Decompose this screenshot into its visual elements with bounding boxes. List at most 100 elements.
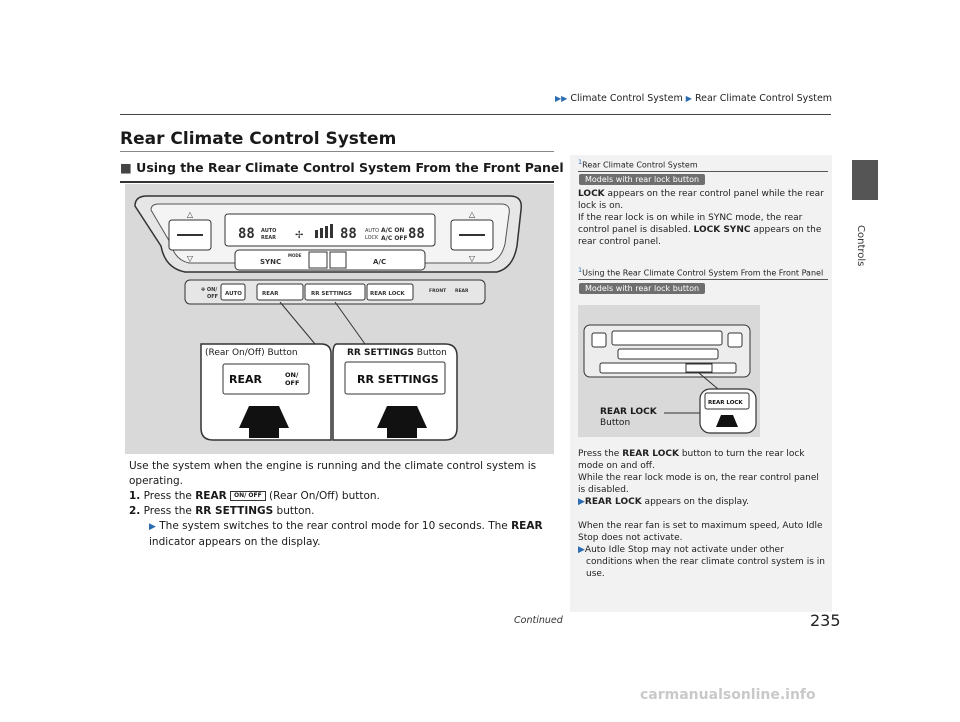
- title-divider: [120, 151, 554, 152]
- section-heading: ■ Using the Rear Climate Control System …: [120, 160, 564, 175]
- svg-text:OFF: OFF: [207, 294, 218, 300]
- svg-text:AUTO: AUTO: [365, 228, 379, 234]
- continued-label: Continued: [514, 615, 563, 626]
- svg-text:ON/: ON/: [285, 371, 299, 379]
- svg-text:REAR: REAR: [261, 235, 276, 241]
- svg-text:RR SETTINGS: RR SETTINGS: [311, 291, 352, 297]
- svg-text:SYNC: SYNC: [260, 258, 281, 266]
- rear-on-off-icon: ON/ OFF: [230, 491, 266, 501]
- control-panel-figure: △ ▽ △ ▽ 88 AUTO REAR ✢ 88 AUTO LOCK A/C …: [125, 184, 554, 454]
- note-1-p1-bold: LOCK: [578, 189, 605, 199]
- note-1-p2-pre: If the rear lock is on while in SYNC mod…: [578, 213, 803, 235]
- note-2-paragraph-5: ▶Auto Idle Stop may not activate under o…: [578, 544, 826, 580]
- note-2-paragraph-2: While the rear lock mode is on, the rear…: [578, 473, 819, 495]
- rear-lock-label-line-1: REAR LOCK: [600, 407, 657, 417]
- note-2-text: Press the REAR LOCK button to turn the r…: [578, 448, 826, 580]
- svg-text:LOCK: LOCK: [365, 235, 379, 241]
- rear-lock-figure-label: REAR LOCK Button: [600, 407, 657, 429]
- figure-label-rr-settings-bold: RR SETTINGS: [347, 348, 414, 358]
- models-badge: Models with rear lock button: [579, 174, 706, 185]
- step-1: 1. Press the REAR ON/ OFF (Rear On/Off) …: [129, 489, 549, 504]
- note-2-p3-post: appears on the display.: [641, 497, 750, 507]
- note-2-paragraph-1: Press the REAR LOCK button to turn the r…: [578, 448, 826, 472]
- note-2-title: Using the Rear Climate Control System Fr…: [582, 268, 824, 278]
- breadcrumb-arrow-icon: ▶: [685, 94, 692, 103]
- sidebar-notes: 1Rear Climate Control System Models with…: [570, 155, 832, 612]
- note-1-p2-bold: LOCK SYNC: [693, 225, 751, 235]
- header-divider: [120, 114, 831, 115]
- note-arrow-icon: ▶: [578, 545, 585, 555]
- svg-text:MODE: MODE: [288, 253, 302, 258]
- step-2: 2. Press the RR SETTINGS button.: [129, 504, 549, 519]
- note-1-p1-rest: appears on the rear control panel while …: [578, 189, 824, 211]
- svg-text:A/C: A/C: [373, 258, 386, 266]
- result-bold: REAR: [511, 520, 543, 532]
- step-1-number: 1.: [129, 490, 141, 502]
- step-1-pre: Press the: [143, 490, 196, 502]
- svg-text:88: 88: [408, 226, 425, 242]
- svg-text:REAR: REAR: [229, 373, 262, 386]
- control-panel-illustration: △ ▽ △ ▽ 88 AUTO REAR ✢ 88 AUTO LOCK A/C …: [134, 195, 523, 441]
- svg-text:AUTO: AUTO: [261, 228, 276, 234]
- step-1-bold: REAR: [195, 490, 227, 502]
- result-arrow-icon: ▶: [149, 522, 156, 532]
- note-1-title: Rear Climate Control System: [582, 160, 698, 170]
- rear-on-off-icon-text: ON/ OFF: [234, 492, 262, 499]
- step-2-post: button.: [273, 505, 315, 517]
- svg-text:REAR LOCK: REAR LOCK: [708, 400, 743, 406]
- breadcrumb-arrow-icon: ▶▶: [555, 94, 568, 103]
- chapter-tab-text: Controls: [855, 225, 866, 267]
- svg-text:△: △: [187, 210, 194, 219]
- page-title: Rear Climate Control System: [120, 129, 397, 149]
- svg-text:REAR LOCK: REAR LOCK: [370, 291, 405, 297]
- note-1-number: 1: [578, 158, 583, 166]
- note-2-p5-text: Auto Idle Stop may not activate under ot…: [584, 545, 825, 579]
- note-1-text: LOCK appears on the rear control panel w…: [578, 188, 824, 248]
- note-1-heading: 1Rear Climate Control System: [578, 158, 698, 170]
- rear-lock-figure: REAR LOCK REAR LOCK Button: [578, 305, 760, 437]
- svg-text:REAR: REAR: [455, 288, 469, 294]
- intro-paragraph: Use the system when the engine is runnin…: [129, 460, 537, 487]
- breadcrumb-part-1: Climate Control System: [570, 93, 683, 104]
- note-1-divider: [578, 171, 828, 172]
- step-2-result: ▶ The system switches to the rear contro…: [129, 519, 549, 550]
- svg-text:✢: ✢: [295, 230, 303, 241]
- svg-text:REAR: REAR: [262, 291, 279, 297]
- svg-text:A/C OFF: A/C OFF: [381, 235, 408, 242]
- watermark: carmanualsonline.info: [640, 687, 816, 703]
- note-2-paragraph-4: When the rear fan is set to maximum spee…: [578, 521, 823, 543]
- svg-text:OFF: OFF: [285, 379, 299, 387]
- note-2-p1-post: button to turn the rear lock mode on and…: [578, 449, 805, 471]
- svg-text:88: 88: [238, 226, 255, 242]
- note-1-paragraph-2: If the rear lock is on while in SYNC mod…: [578, 212, 824, 248]
- figure-label-rr-settings: RR SETTINGS Button: [347, 348, 447, 358]
- rear-lock-illustration: REAR LOCK: [583, 324, 757, 434]
- breadcrumb-part-2: Rear Climate Control System: [694, 93, 833, 104]
- svg-text:AUTO: AUTO: [225, 291, 242, 297]
- body-text: Use the system when the engine is runnin…: [129, 459, 549, 550]
- note-1-paragraph-1: LOCK appears on the rear control panel w…: [578, 188, 824, 212]
- note-2-p1-bold: REAR LOCK: [622, 449, 679, 459]
- result-pre: The system switches to the rear control …: [159, 520, 512, 532]
- section-marker-icon: ■: [120, 160, 132, 175]
- figure-label-rr-settings-rest: Button: [413, 348, 447, 358]
- page-number: 235: [810, 611, 841, 630]
- svg-text:RR SETTINGS: RR SETTINGS: [357, 373, 439, 386]
- section-heading-text: Using the Rear Climate Control System Fr…: [136, 160, 564, 175]
- chapter-tab-label: Controls: [852, 225, 878, 315]
- note-2-heading: 1Using the Rear Climate Control System F…: [578, 266, 823, 278]
- svg-text:▽: ▽: [469, 254, 476, 263]
- step-1-post: (Rear On/Off) button.: [265, 490, 380, 502]
- step-2-bold: RR SETTINGS: [195, 505, 274, 517]
- figure-label-rear-on-off: (Rear On/Off) Button: [205, 348, 298, 358]
- svg-text:✤ ON/: ✤ ON/: [201, 287, 217, 293]
- rear-lock-label-line-2: Button: [600, 418, 631, 428]
- note-2-divider: [578, 279, 828, 280]
- svg-text:88: 88: [340, 226, 357, 242]
- svg-text:A/C ON: A/C ON: [381, 227, 404, 234]
- chapter-tab-marker: [852, 160, 878, 200]
- step-2-number: 2.: [129, 505, 141, 517]
- note-2-paragraph-3: ▶REAR LOCK appears on the display.: [578, 496, 826, 508]
- note-2-p3-bold: REAR LOCK: [584, 497, 642, 507]
- step-2-pre: Press the: [143, 505, 196, 517]
